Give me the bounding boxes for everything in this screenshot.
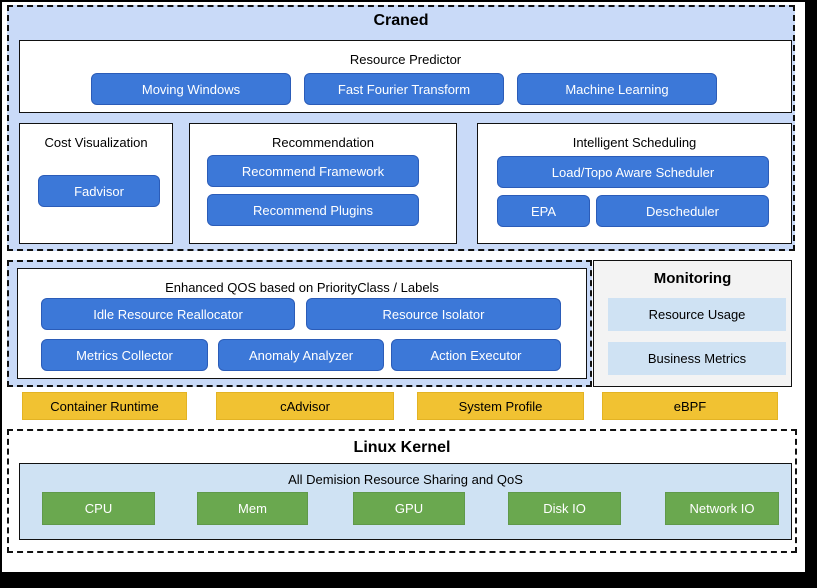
node-load-topo-aware-scheduler: Load/Topo Aware Scheduler xyxy=(497,156,769,188)
recommendation-title: Recommendation xyxy=(272,135,374,150)
node-resource-isolator: Resource Isolator xyxy=(306,298,561,330)
node-machine-learning: Machine Learning xyxy=(517,73,717,105)
node-descheduler: Descheduler xyxy=(596,195,769,227)
node-network-io: Network IO xyxy=(665,492,779,525)
node-moving-windows: Moving Windows xyxy=(91,73,291,105)
resource-predictor-title: Resource Predictor xyxy=(349,52,462,67)
node-system-profile: System Profile xyxy=(417,392,584,420)
cost-visualization-title: Cost Visualization xyxy=(44,135,148,150)
node-fast-fourier-transform: Fast Fourier Transform xyxy=(304,73,504,105)
node-resource-usage: Resource Usage xyxy=(608,298,786,331)
node-recommend-framework: Recommend Framework xyxy=(207,155,419,187)
node-idle-resource-reallocator: Idle Resource Reallocator xyxy=(41,298,295,330)
node-container-runtime: Container Runtime xyxy=(22,392,187,420)
node-ebpf: eBPF xyxy=(602,392,778,420)
qos-title: Enhanced QOS based on PriorityClass / La… xyxy=(165,280,439,295)
node-cpu: CPU xyxy=(42,492,155,525)
node-business-metrics: Business Metrics xyxy=(608,342,786,375)
node-epa: EPA xyxy=(497,195,590,227)
craned-title: Craned xyxy=(373,12,429,29)
node-metrics-collector: Metrics Collector xyxy=(41,339,208,371)
linux-kernel-title: Linux Kernel xyxy=(353,439,451,456)
node-mem: Mem xyxy=(197,492,308,525)
node-gpu: GPU xyxy=(353,492,465,525)
node-disk-io: Disk IO xyxy=(508,492,621,525)
resource-sharing-title: All Demision Resource Sharing and QoS xyxy=(288,472,523,487)
node-anomaly-analyzer: Anomaly Analyzer xyxy=(218,339,384,371)
node-cadvisor: cAdvisor xyxy=(216,392,394,420)
diagram-canvas: Craned Resource Predictor Moving Windows… xyxy=(2,2,805,572)
node-recommend-plugins: Recommend Plugins xyxy=(207,194,419,226)
intelligent-scheduling-title: Intelligent Scheduling xyxy=(572,135,697,150)
node-fadvisor: Fadvisor xyxy=(38,175,160,207)
monitoring-title: Monitoring xyxy=(653,270,732,287)
node-action-executor: Action Executor xyxy=(391,339,561,371)
